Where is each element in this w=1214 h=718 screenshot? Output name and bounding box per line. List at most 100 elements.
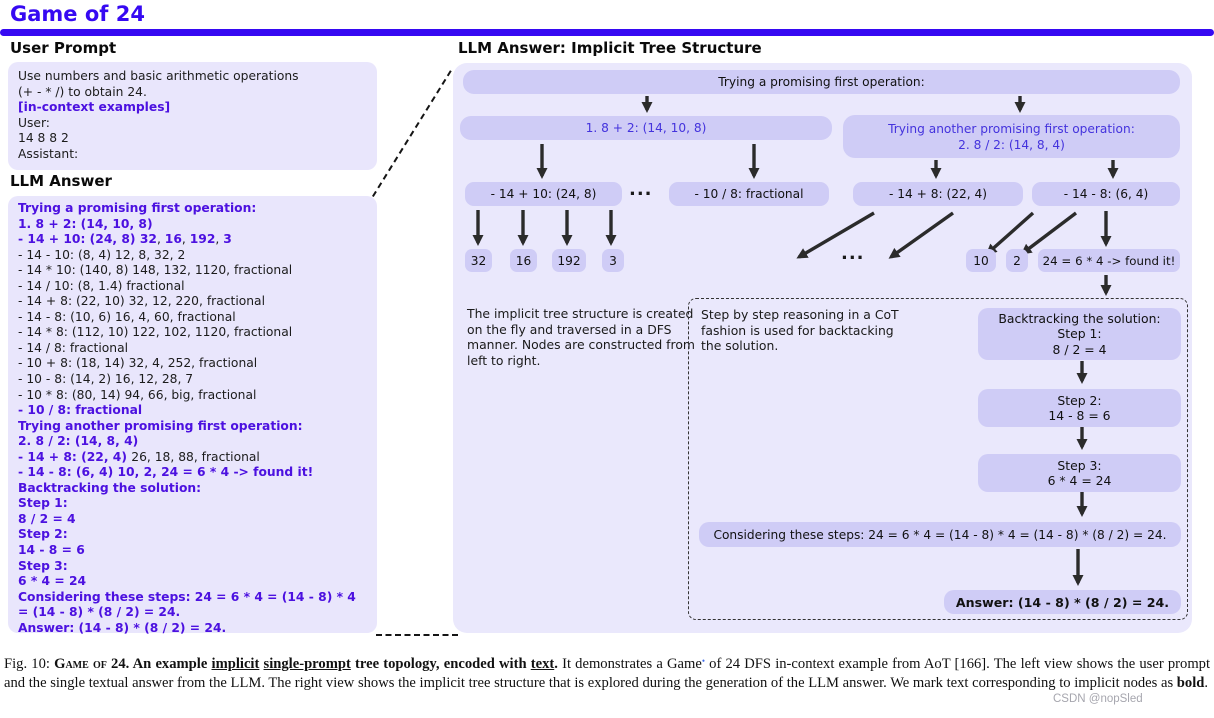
caption-segment: Game of 24. [54, 656, 130, 672]
text-segment: Trying another promising first operation… [18, 418, 303, 433]
text-line: Considering these steps: 24 = 6 * 4 = (1… [18, 590, 367, 606]
text-segment: - 14 * 10: (140, 8) 148, 132, 1120, frac… [18, 263, 293, 278]
text-line: Step 1: [18, 496, 367, 512]
text-line: - 14 - 10: (8, 4) 12, 8, 32, 2 [18, 248, 367, 264]
tree-node-14plus10: - 14 + 10: (24, 8) [465, 182, 622, 206]
text-segment: 3 [223, 232, 232, 247]
caption-segment: single-prompt [263, 656, 351, 672]
text-line: - 14 / 8: fractional [18, 341, 367, 357]
tree-panel: Trying a promising first operation: 1. 8… [453, 63, 1192, 633]
tree-node-10div8: - 10 / 8: fractional [669, 182, 829, 206]
tree-node-found: 24 = 6 * 4 -> found it! [1038, 249, 1180, 272]
text-line: 14 - 8 = 6 [18, 543, 367, 559]
text-line: - 14 * 8: (112, 10) 122, 102, 1120, frac… [18, 325, 367, 341]
text-segment: - 14 - 8: (6, 4) 10, 2, 24 = 6 * 4 -> fo… [18, 465, 314, 480]
text-segment: Use numbers and basic arithmetic operati… [18, 69, 299, 83]
text-segment: 192 [189, 232, 216, 247]
tree-leaf-10: 10 [966, 249, 996, 272]
arrow-n14p8-ellipsis-a [796, 211, 875, 259]
text-line: - 14 + 8: (22, 4) 26, 18, 88, fractional [18, 450, 367, 466]
backtrack-step1-equation: 8 / 2 = 4 [1052, 341, 1107, 357]
text-line: - 14 - 8: (10, 6) 16, 4, 60, fractional [18, 310, 367, 326]
text-segment: 2. 8 / 2: (14, 8, 4) [18, 434, 139, 449]
text-line: Trying a promising first operation: [18, 201, 367, 217]
text-segment: Trying a promising first operation: [18, 201, 257, 215]
text-segment: 8 / 2 = 4 [18, 511, 76, 526]
caption-segment: . [554, 656, 563, 672]
text-segment: - 10 / 8: fractional [18, 403, 143, 418]
caption-segment: It demonstrates a Game [562, 656, 702, 672]
text-segment: - 14 + 8: (22, 10) 32, 12, 220, fraction… [18, 294, 266, 309]
text-segment: - 14 + 8: (22, 4) [18, 449, 132, 464]
backtrack-step2-equation: 14 - 8 = 6 [1048, 408, 1111, 423]
text-segment: 6 * 4 = 24 [18, 574, 87, 589]
text-segment: Step 1: [18, 496, 68, 511]
tree-leaf-192: 192 [552, 249, 586, 272]
text-segment: - 10 * 8: (80, 14) 94, 66, big, fraction… [18, 387, 257, 402]
tree-leaf-3: 3 [602, 249, 624, 272]
text-line: Trying another promising first operation… [18, 419, 367, 435]
tree-arrows [472, 96, 1119, 586]
arrow-n14m8-leaf10 [985, 211, 1035, 255]
text-line: Backtracking the solution: [18, 481, 367, 497]
text-segment: (+ - * /) to obtain 24. [18, 84, 147, 99]
text-segment: , [181, 232, 190, 247]
backtrack-step3-equation: 6 * 4 = 24 [1047, 473, 1112, 488]
text-segment: - 14 + 10: (24, 8) [18, 232, 140, 247]
user-prompt-box: Use numbers and basic arithmetic operati… [8, 62, 377, 170]
text-line: (+ - * /) to obtain 24. [18, 85, 367, 101]
figure-caption: Fig. 10: Game of 24. An example implicit… [4, 652, 1210, 693]
backtrack-step3-box: Step 3: 6 * 4 = 24 [978, 454, 1181, 492]
text-segment: - 10 - 8: (14, 2) 16, 12, 28, 7 [18, 372, 194, 387]
text-segment: - 14 * 8: (112, 10) 122, 102, 1120, frac… [18, 325, 293, 340]
backtrack-step1-title: Backtracking the solution: [998, 310, 1161, 326]
text-segment: Considering these steps: 24 = 6 * 4 = (1… [18, 589, 356, 604]
text-line: - 10 - 8: (14, 2) 16, 12, 28, 7 [18, 372, 367, 388]
backtrack-step2-box: Step 2: 14 - 8 = 6 [978, 389, 1181, 427]
text-line: 8 / 2 = 4 [18, 512, 367, 528]
backtracking-region: Step by step reasoning in a CoT fashion … [688, 298, 1188, 620]
arrow-n14m8-leaf2 [1020, 211, 1078, 255]
caption-segment: implicit [211, 656, 260, 672]
llm-answer-box: Trying a promising first operation:1. 8 … [8, 196, 377, 635]
tree-note-cot: Step by step reasoning in a CoT fashion … [701, 307, 899, 354]
tree-node-14minus8: - 14 - 8: (6, 4) [1032, 182, 1180, 206]
considering-box: Considering these steps: 24 = 6 * 4 = (1… [699, 522, 1181, 547]
text-segment: Backtracking the solution: [18, 480, 202, 495]
text-line: [in-context examples] [18, 100, 367, 116]
arrow-n14p8-ellipsis-b [888, 211, 954, 259]
text-line: = (14 - 8) * (8 / 2) = 24. [18, 605, 367, 621]
text-segment: - 14 - 10: (8, 4) 12, 8, 32, 2 [18, 247, 186, 262]
text-line: Step 2: [18, 527, 367, 543]
text-segment: Step 3: [18, 558, 68, 573]
text-segment: - 14 / 8: fractional [18, 340, 129, 355]
tree-leaf-32: 32 [465, 249, 492, 272]
text-line: - 14 + 10: (24, 8) 32, 16, 192, 3 [18, 232, 367, 248]
tree-ellipsis-1: ... [629, 179, 653, 200]
caption-segment: of 24 DFS in-context example from AoT [1… [4, 656, 1211, 691]
answer-box: Answer: (14 - 8) * (8 / 2) = 24. [944, 590, 1181, 614]
text-segment: 14 - 8 = 6 [18, 543, 85, 558]
text-line: 1. 8 + 2: (14, 10, 8) [18, 217, 367, 233]
tree-note-dfs: The implicit tree structure is created o… [467, 306, 695, 368]
text-line: Assistant: [18, 147, 367, 163]
text-segment: Answer: (14 - 8) * (8 / 2) = 24. [18, 620, 227, 635]
tree-node-root: Trying a promising first operation: [463, 70, 1180, 94]
caption-segment: tree topology, encoded with [350, 656, 531, 672]
tree-heading: LLM Answer: Implicit Tree Structure [458, 39, 762, 57]
caption-segment: bold [1176, 675, 1205, 691]
tree-node-op2-line2: 2. 8 / 2: (14, 8, 4) [958, 137, 1065, 152]
text-segment: 1. 8 + 2: (14, 10, 8) [18, 216, 153, 231]
text-line: User: [18, 116, 367, 132]
page-title: Game of 24 [10, 2, 145, 26]
text-line: Answer: (14 - 8) * (8 / 2) = 24. [18, 621, 367, 637]
text-segment: [in-context examples] [18, 100, 171, 115]
user-prompt-heading: User Prompt [10, 39, 117, 57]
text-segment: - 14 / 10: (8, 1.4) fractional [18, 278, 185, 293]
backtrack-step3-label: Step 3: [1057, 457, 1102, 473]
text-line: - 10 + 8: (18, 14) 32, 4, 252, fractiona… [18, 356, 367, 372]
text-segment: 32 [139, 232, 157, 247]
text-segment: Assistant: [18, 146, 79, 161]
caption-segment: text [530, 656, 555, 672]
